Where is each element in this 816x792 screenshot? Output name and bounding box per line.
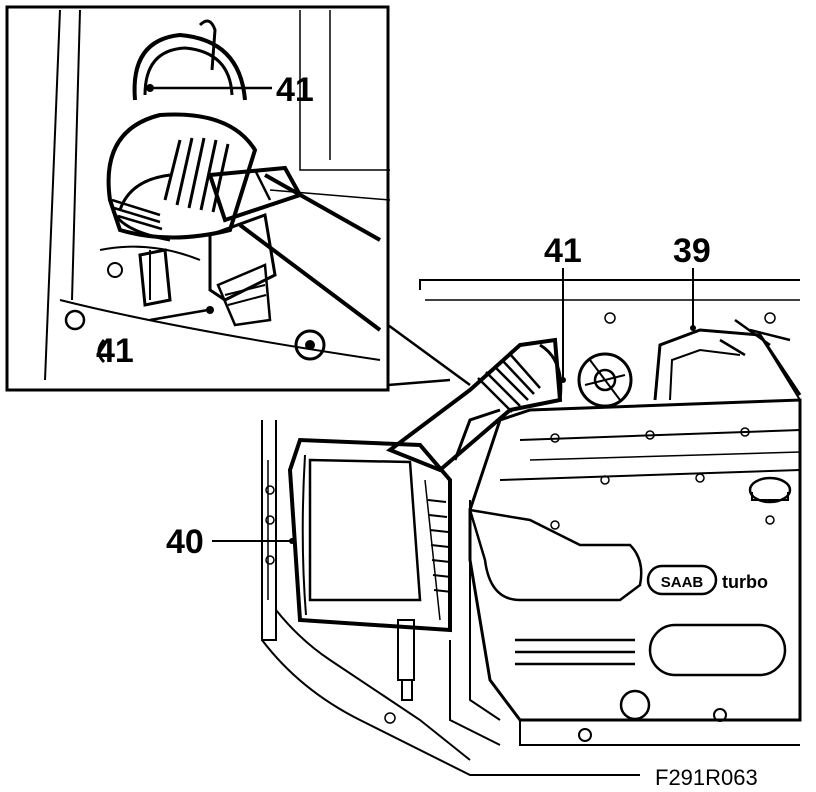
badge-model-text: turbo xyxy=(722,572,768,592)
engine-cover: SAAB turbo xyxy=(468,398,802,746)
throttle-assembly xyxy=(577,352,633,408)
callout-39: 39 xyxy=(673,232,711,270)
main-callouts: 41 39 40 xyxy=(166,232,711,561)
callout-41-inset-bottom: 41 xyxy=(96,332,134,370)
badge-brand-text: SAAB xyxy=(661,574,704,591)
detail-inset: 41 41 xyxy=(5,5,471,392)
callout-40: 40 xyxy=(166,523,204,561)
figure-reference: F291R063 xyxy=(655,765,758,790)
intake-box xyxy=(653,318,802,401)
callout-41-inset-top: 41 xyxy=(276,71,314,109)
air-filter-box xyxy=(287,437,453,701)
engine-bay: SAAB turbo xyxy=(261,279,802,776)
callout-41-main: 41 xyxy=(544,232,582,270)
intake-pipe xyxy=(385,337,563,473)
